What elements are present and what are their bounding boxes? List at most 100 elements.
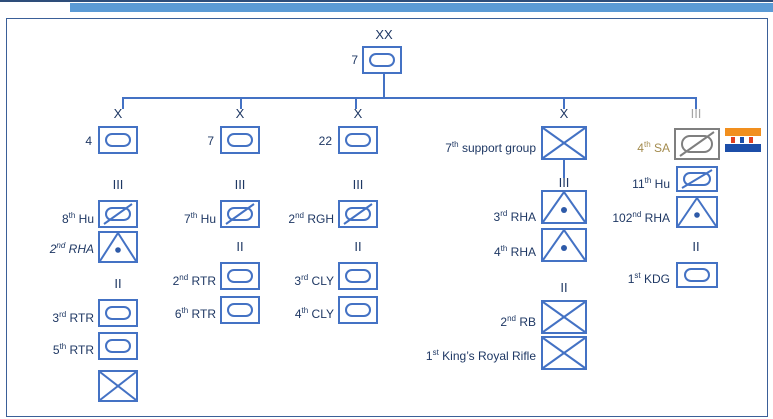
artillery-icon bbox=[677, 196, 717, 227]
brigade-symbol bbox=[674, 128, 720, 160]
division-echelon: XX bbox=[375, 27, 393, 42]
armoured-cavalry-icon bbox=[343, 203, 373, 225]
armour-icon bbox=[345, 269, 371, 283]
unit-label: 5th RTR bbox=[52, 342, 94, 357]
brigade-label: 22 bbox=[318, 134, 332, 148]
unit-label: 2nd RHA bbox=[49, 241, 94, 256]
unit-symbol bbox=[98, 200, 138, 228]
unit-label: 7th Hu bbox=[183, 211, 216, 226]
connector bbox=[240, 97, 242, 109]
brigade-label: 4 bbox=[85, 134, 92, 148]
infantry-icon bbox=[542, 127, 586, 159]
sub-echelon: III bbox=[234, 177, 246, 192]
armoured-cavalry-icon bbox=[103, 203, 133, 225]
unit-label: 2nd RTR bbox=[172, 273, 216, 288]
unit-symbol bbox=[541, 336, 587, 370]
unit-label: 3rd RTR bbox=[52, 310, 94, 325]
unit-symbol bbox=[676, 262, 718, 288]
unit-label: 8th Hu bbox=[61, 211, 94, 226]
unit-label: 4th RHA bbox=[493, 244, 536, 259]
header-rule bbox=[0, 0, 773, 2]
unit-label: 1st KDG bbox=[627, 271, 670, 286]
unit-symbol bbox=[98, 370, 138, 402]
armour-icon bbox=[227, 269, 253, 283]
division-symbol bbox=[362, 46, 402, 74]
unit-symbol bbox=[220, 262, 260, 290]
unit-symbol bbox=[338, 262, 378, 290]
armour-icon bbox=[369, 53, 395, 67]
connector bbox=[563, 160, 565, 178]
connector bbox=[563, 97, 565, 109]
unit-symbol bbox=[541, 228, 587, 262]
brigade-symbol bbox=[338, 126, 378, 154]
armour-icon bbox=[227, 303, 253, 317]
unit-symbol bbox=[98, 231, 138, 263]
sub-echelon: II bbox=[114, 276, 122, 291]
armour-icon bbox=[105, 133, 131, 147]
unit-label: 3rd RHA bbox=[493, 209, 537, 224]
unit-label: 2nd RB bbox=[500, 314, 536, 329]
armoured-cavalry-icon bbox=[225, 203, 255, 225]
sub-echelon: II bbox=[692, 239, 700, 254]
division-label: 7 bbox=[351, 53, 358, 67]
armour-icon bbox=[345, 303, 371, 317]
armour-icon bbox=[345, 133, 371, 147]
brigade-echelon: III bbox=[690, 106, 702, 121]
connector bbox=[383, 74, 385, 98]
unit-symbol bbox=[338, 296, 378, 324]
brigade-echelon: X bbox=[235, 106, 245, 121]
brigade-echelon: X bbox=[113, 106, 123, 121]
diagram-frame bbox=[6, 18, 768, 417]
unit-label: 6th RTR bbox=[174, 306, 216, 321]
armour-icon bbox=[105, 306, 131, 320]
south-africa-flag-icon bbox=[725, 128, 761, 152]
unit-label: 102nd RHA bbox=[612, 210, 670, 225]
unit-label: 2nd RGH bbox=[288, 211, 334, 226]
artillery-icon bbox=[542, 228, 586, 261]
unit-symbol bbox=[220, 200, 260, 228]
unit-label: 3rd CLY bbox=[294, 273, 334, 288]
infantry-icon bbox=[542, 337, 586, 369]
unit-label: 11th Hu bbox=[632, 176, 670, 191]
armour-icon bbox=[684, 268, 710, 282]
unit-symbol bbox=[98, 299, 138, 327]
infantry-icon bbox=[99, 371, 137, 401]
armoured-cavalry-icon bbox=[679, 131, 715, 157]
artillery-icon bbox=[542, 190, 586, 223]
connector bbox=[122, 97, 697, 99]
connector bbox=[355, 97, 357, 109]
unit-symbol bbox=[220, 296, 260, 324]
brigade-symbol bbox=[98, 126, 138, 154]
unit-symbol bbox=[676, 166, 718, 192]
unit-label: 4th CLY bbox=[294, 306, 334, 321]
unit-symbol bbox=[676, 196, 718, 228]
brigade-echelon: X bbox=[353, 106, 363, 121]
unit-symbol bbox=[541, 190, 587, 224]
infantry-icon bbox=[542, 301, 586, 333]
brigade-echelon: X bbox=[559, 106, 569, 121]
sub-echelon: II bbox=[354, 239, 362, 254]
armour-icon bbox=[105, 339, 131, 353]
armoured-cavalry-icon bbox=[681, 169, 713, 189]
sub-echelon: III bbox=[558, 175, 570, 190]
unit-symbol bbox=[338, 200, 378, 228]
artillery-icon bbox=[99, 231, 137, 262]
header-band bbox=[70, 3, 773, 12]
connector bbox=[122, 97, 124, 109]
armour-icon bbox=[227, 133, 253, 147]
sub-echelon: III bbox=[112, 177, 124, 192]
sub-echelon: II bbox=[560, 280, 568, 295]
unit-label: 1st King’s Royal Rifle bbox=[425, 348, 536, 363]
sub-echelon: II bbox=[236, 239, 244, 254]
brigade-symbol bbox=[220, 126, 260, 154]
unit-symbol bbox=[98, 332, 138, 360]
header-bar bbox=[0, 0, 773, 14]
connector bbox=[695, 97, 697, 109]
brigade-label: 7th support group bbox=[445, 140, 536, 155]
brigade-label: 7 bbox=[207, 134, 214, 148]
unit-symbol bbox=[541, 300, 587, 334]
brigade-label: 4th SA bbox=[637, 140, 670, 155]
sub-echelon: III bbox=[352, 177, 364, 192]
brigade-symbol bbox=[541, 126, 587, 160]
